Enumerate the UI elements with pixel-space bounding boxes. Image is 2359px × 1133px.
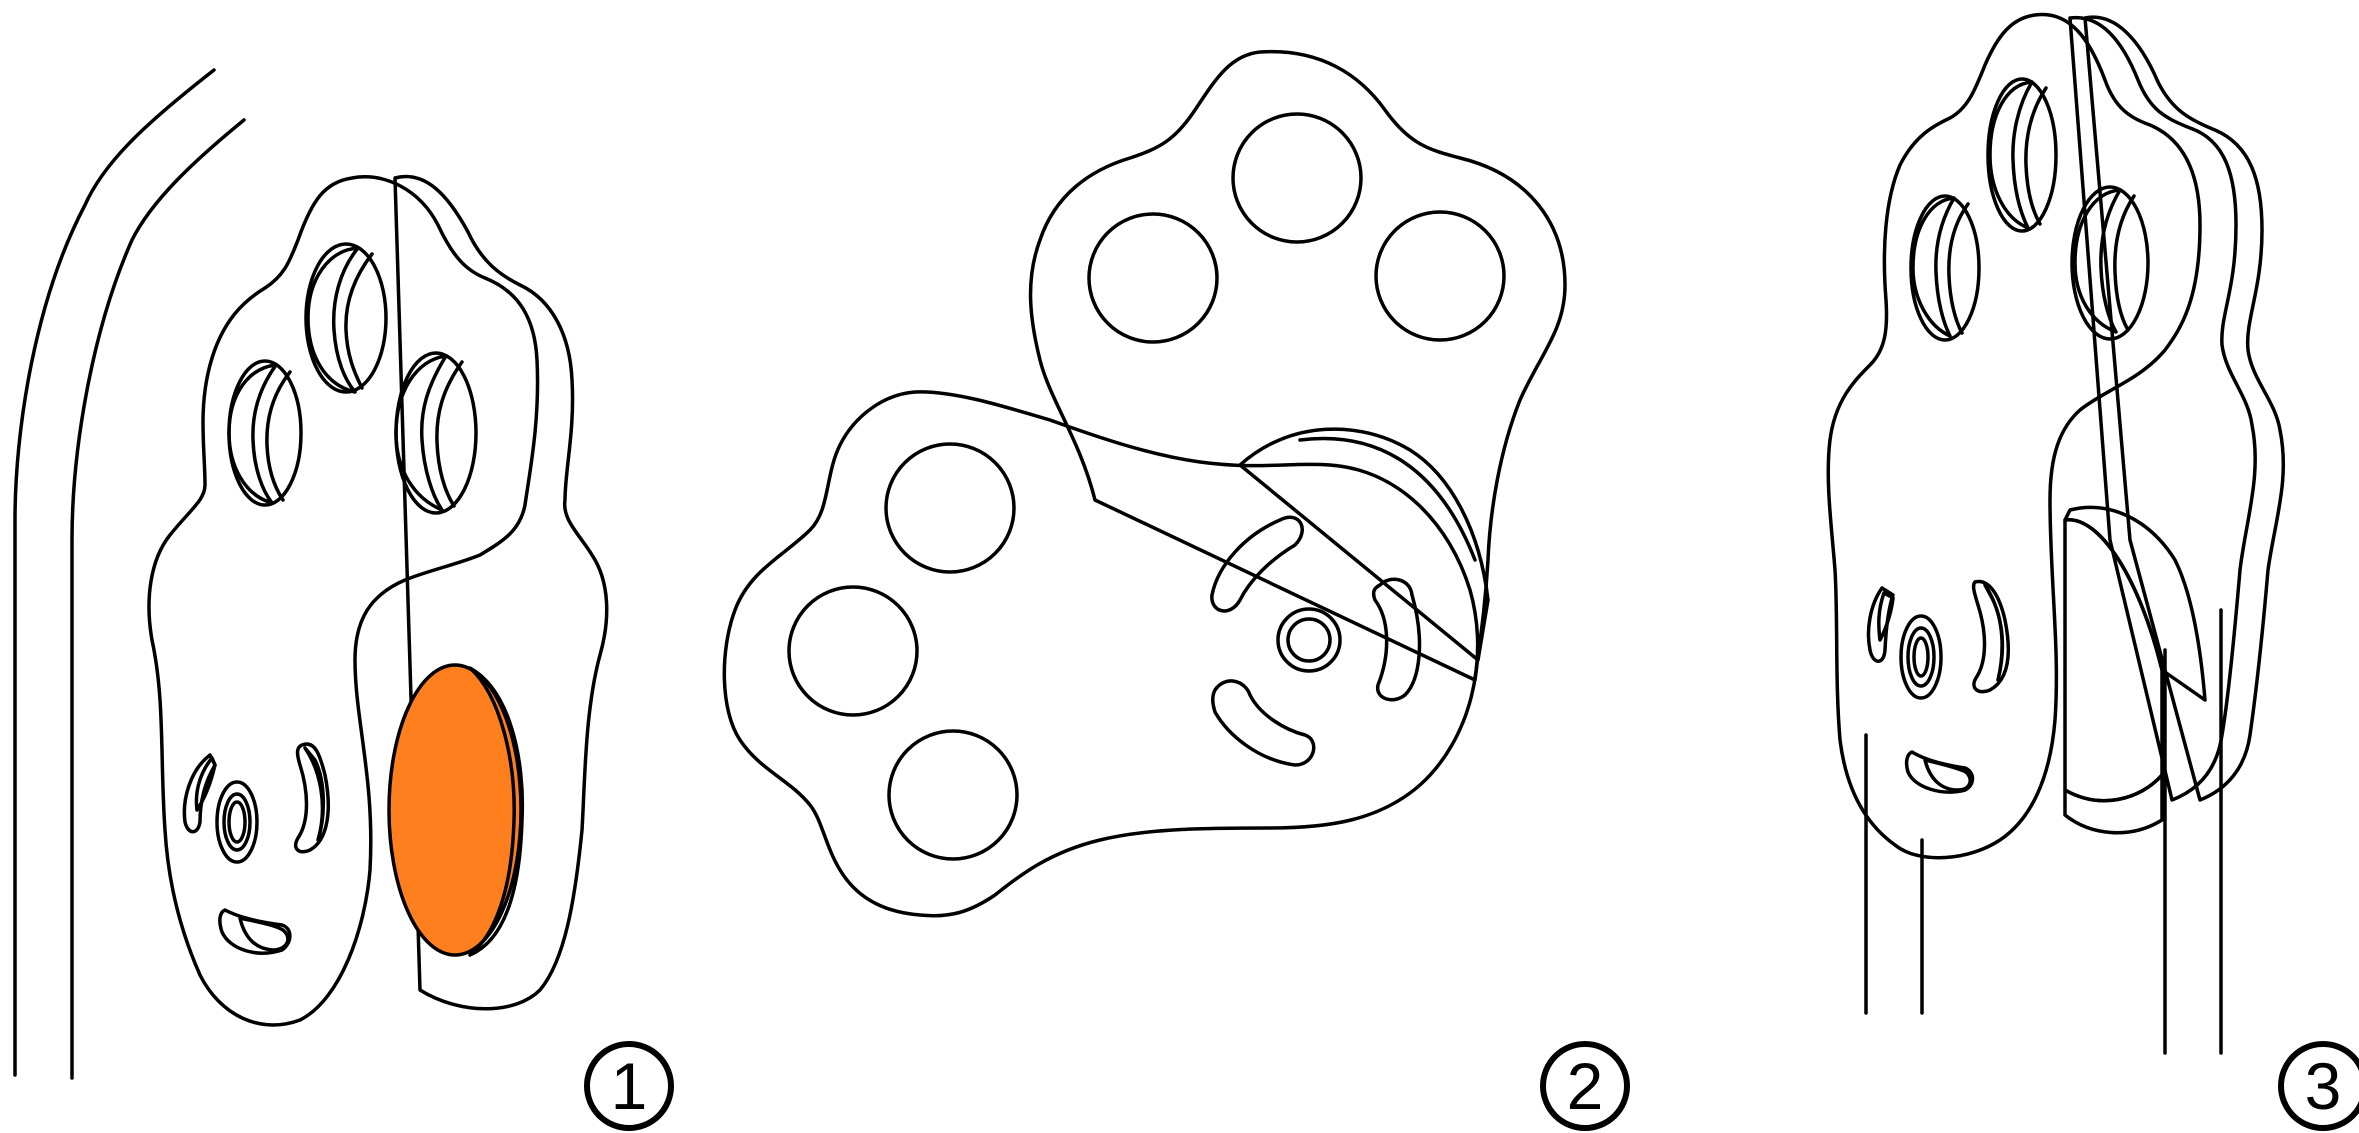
axle-and-slots-3: [1869, 581, 2009, 792]
sheave-1: [389, 665, 521, 955]
moving-side-plate-2: [724, 392, 1477, 916]
rope-1: [15, 70, 244, 1078]
axle-and-slots-1: [184, 744, 328, 953]
step-number-3: 3: [2278, 1041, 2359, 1131]
panel-2: [724, 52, 1565, 916]
panel-3: [1828, 14, 2283, 1053]
attachment-holes-1: [229, 244, 476, 513]
step-number-2: 2: [1540, 1041, 1630, 1131]
step-number-1: 1: [584, 1041, 674, 1131]
panel-1: [15, 70, 607, 1078]
sheave-slots-2: [1212, 517, 1420, 765]
back-side-plate-3: [2085, 17, 2283, 800]
